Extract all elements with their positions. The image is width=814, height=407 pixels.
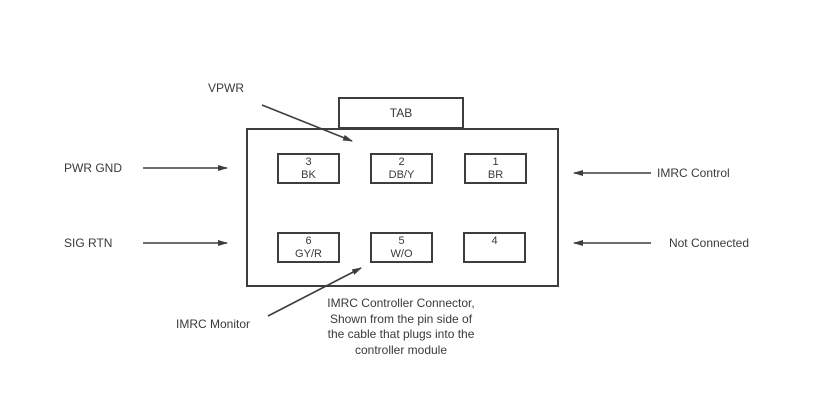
pin-wire: GY/R xyxy=(295,247,322,260)
pin-box-1: 1 BR xyxy=(464,153,527,184)
imrc-monitor-label: IMRC Monitor xyxy=(176,317,251,331)
connector-box xyxy=(246,128,559,287)
not-connected-label: Not Connected xyxy=(668,236,750,250)
pin-box-5: 5 W/O xyxy=(370,232,433,263)
pin-number: 3 xyxy=(305,155,312,168)
pin-wire: BK xyxy=(301,168,316,181)
pin-wire: W/O xyxy=(390,247,413,260)
pin-number: 1 xyxy=(492,155,499,168)
pin-number: 2 xyxy=(398,155,405,168)
tab-label: TAB xyxy=(389,106,413,120)
pin-number: 4 xyxy=(491,234,498,247)
pin-wire: DB/Y xyxy=(388,168,415,181)
tab-box: TAB xyxy=(338,97,464,129)
pin-box-3: 3 BK xyxy=(277,153,340,184)
pin-box-6: 6 GY/R xyxy=(277,232,340,263)
pin-box-4: 4 xyxy=(463,232,526,263)
pin-number: 6 xyxy=(305,234,312,247)
pin-wire: BR xyxy=(487,168,504,181)
sig-rtn-label: SIG RTN xyxy=(64,236,113,250)
pin-box-2: 2 DB/Y xyxy=(370,153,433,184)
pin-number: 5 xyxy=(398,234,405,247)
caption-text: IMRC Controller Connector, Shown from th… xyxy=(327,296,475,357)
imrc-control-label: IMRC Control xyxy=(657,166,730,180)
pwr-gnd-label: PWR GND xyxy=(64,161,122,175)
vpwr-label: VPWR xyxy=(208,81,244,95)
